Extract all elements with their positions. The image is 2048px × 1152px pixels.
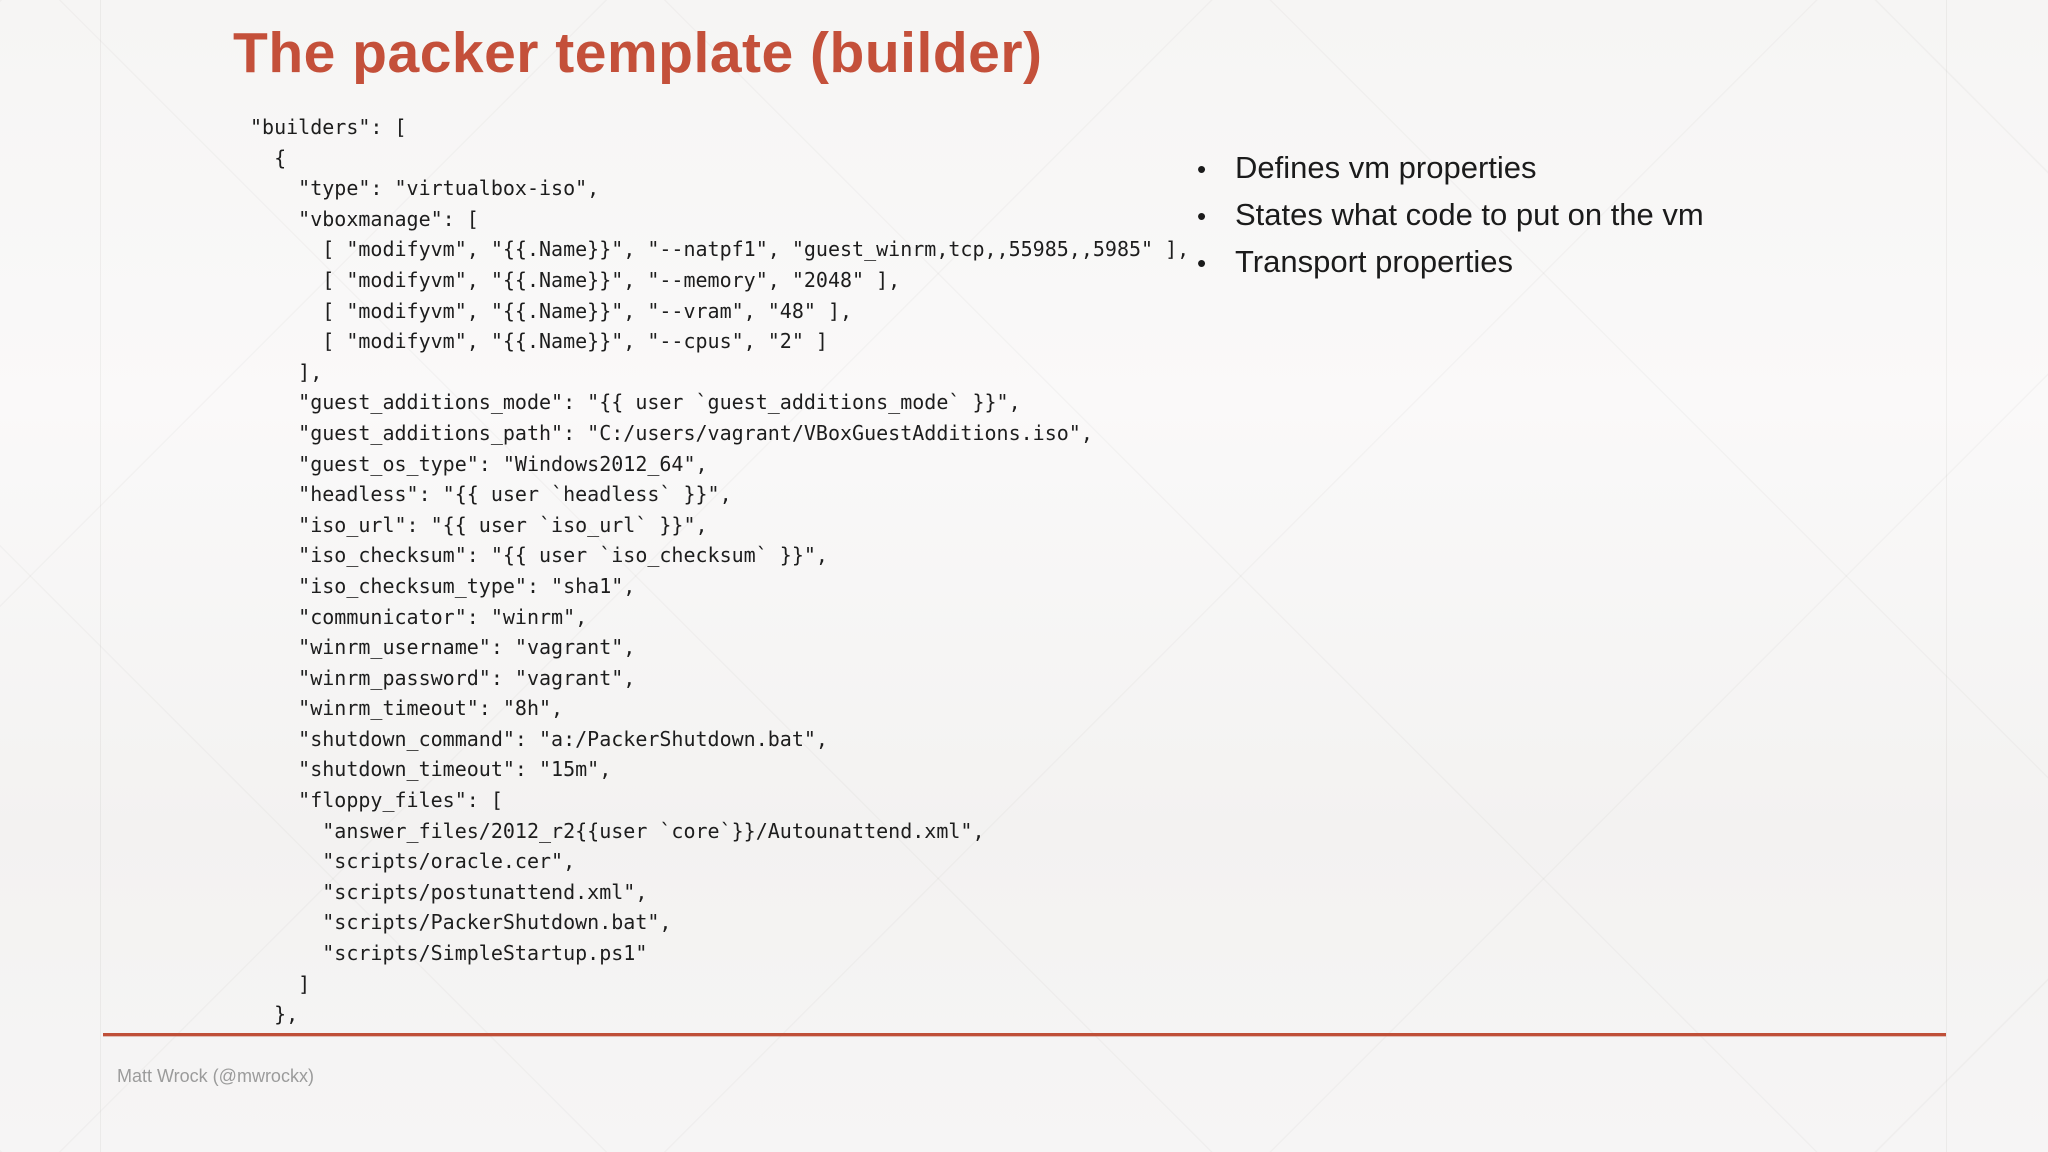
bullet-text: States what code to put on the vm <box>1235 197 1704 232</box>
code-line: "headless": "{{ user `headless` }}", <box>250 482 732 507</box>
code-line: [ "modifyvm", "{{.Name}}", "--cpus", "2"… <box>250 329 828 354</box>
background-vertical-line-right <box>1946 0 1947 1152</box>
bullet-text: Defines vm properties <box>1235 150 1537 185</box>
bullet-text: Transport properties <box>1235 244 1513 279</box>
code-line: "guest_additions_path": "C:/users/vagran… <box>250 420 1093 445</box>
code-line: [ "modifyvm", "{{.Name}}", "--vram", "48… <box>250 298 853 323</box>
code-line: "iso_url": "{{ user `iso_url` }}", <box>250 512 708 537</box>
bullet-list: • Defines vm properties • States what co… <box>1197 150 1704 291</box>
code-line: "shutdown_timeout": "15m", <box>250 757 612 782</box>
bullet-dot-icon: • <box>1197 154 1207 184</box>
background-vertical-line-left <box>100 0 101 1152</box>
code-line: "scripts/oracle.cer", <box>250 849 576 874</box>
code-line: "guest_os_type": "Windows2012_64", <box>250 451 708 476</box>
code-lines: "builders": [ { "type": "virtualbox-iso"… <box>250 112 1189 1030</box>
code-line: "scripts/SimpleStartup.ps1" <box>250 941 648 966</box>
code-line: "communicator": "winrm", <box>250 604 588 629</box>
slide-title: The packer template (builder) <box>233 21 1043 85</box>
code-line: }, <box>250 1002 299 1027</box>
code-line: "winrm_password": "vagrant", <box>250 665 636 690</box>
code-line: "iso_checksum_type": "sha1", <box>250 573 636 598</box>
code-line: { <box>250 145 287 170</box>
code-line: "winrm_username": "vagrant", <box>250 635 636 660</box>
bullet-dot-icon: • <box>1197 201 1207 231</box>
code-line: "winrm_timeout": "8h", <box>250 696 564 721</box>
code-line: "iso_checksum": "{{ user `iso_checksum` … <box>250 543 828 568</box>
code-line: "shutdown_command": "a:/PackerShutdown.b… <box>250 726 828 751</box>
code-block: "builders": [ { "type": "virtualbox-iso"… <box>250 112 1189 1030</box>
bullet-dot-icon: • <box>1197 248 1207 278</box>
code-line: "vboxmanage": [ <box>250 206 479 231</box>
code-line: [ "modifyvm", "{{.Name}}", "--memory", "… <box>250 267 901 292</box>
code-line: "builders": [ <box>250 115 407 139</box>
code-line: "scripts/postunattend.xml", <box>250 879 648 904</box>
code-line: [ "modifyvm", "{{.Name}}", "--natpf1", "… <box>250 237 1190 262</box>
footer-credit: Matt Wrock (@mwrockx) <box>117 1066 314 1086</box>
bullet-item: • States what code to put on the vm <box>1197 197 1704 244</box>
code-line: ], <box>250 359 323 384</box>
code-line: "scripts/PackerShutdown.bat", <box>250 910 672 935</box>
footer-divider-line <box>103 1033 1946 1036</box>
code-line: ] <box>250 971 311 996</box>
bullet-item: • Defines vm properties <box>1197 150 1704 197</box>
code-line: "answer_files/2012_r2{{user `core`}}/Aut… <box>250 818 985 843</box>
code-line: "guest_additions_mode": "{{ user `guest_… <box>250 390 1021 415</box>
bullet-item: • Transport properties <box>1197 244 1704 291</box>
code-line: "floppy_files": [ <box>250 788 503 813</box>
code-line: "type": "virtualbox-iso", <box>250 176 600 201</box>
